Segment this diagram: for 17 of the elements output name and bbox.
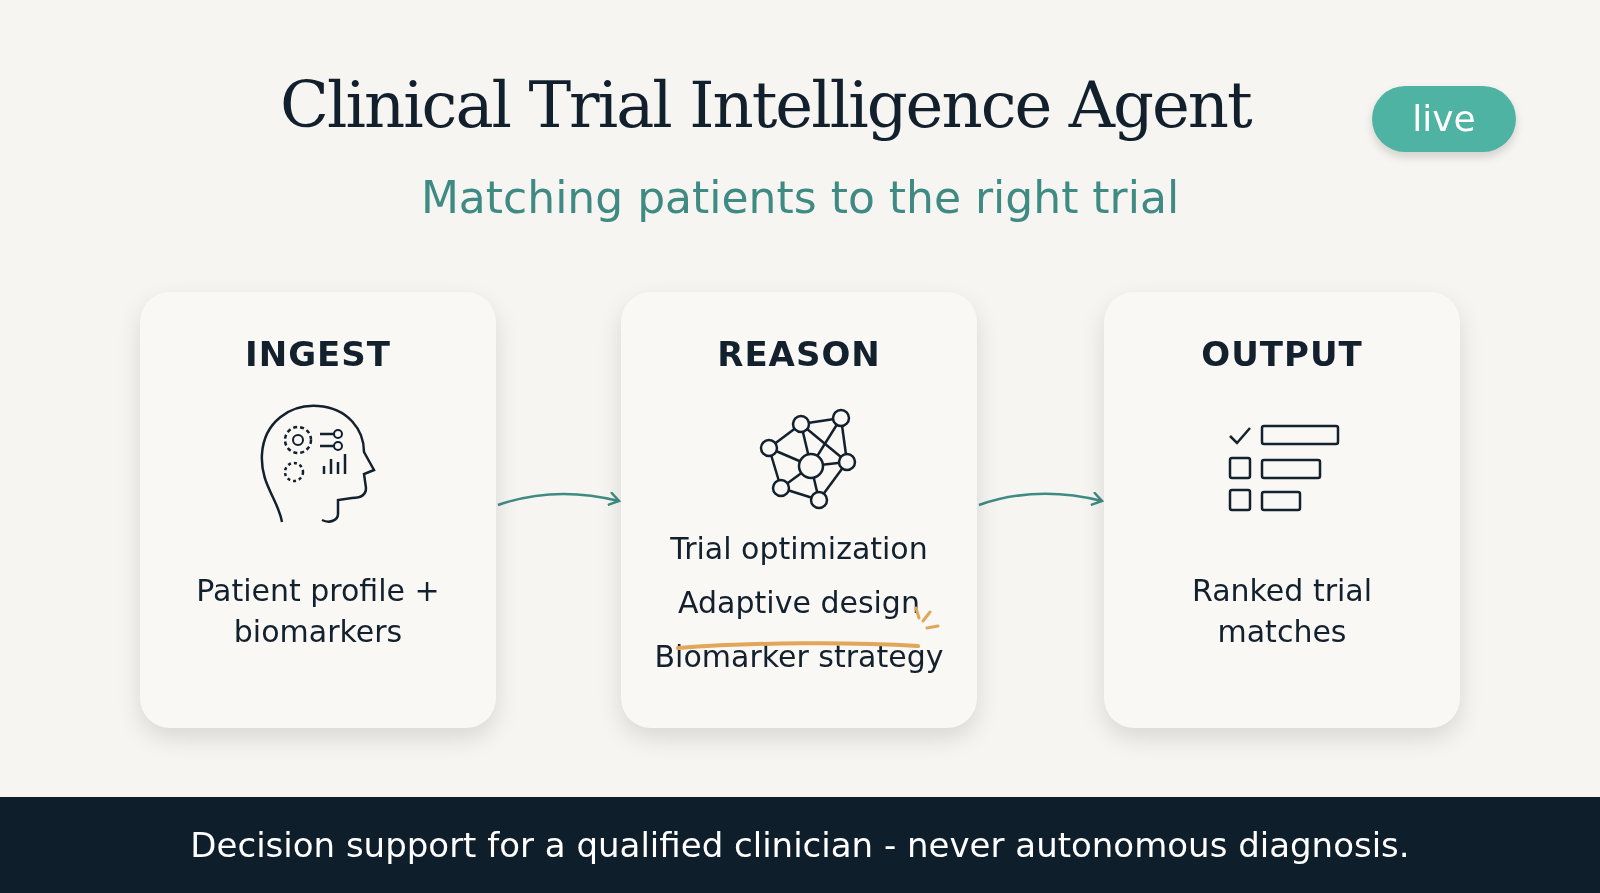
title: Clinical Trial Intelligence Agent [280,68,1251,142]
step-description: Adaptive design [677,584,921,622]
step-heading: REASON [716,334,882,374]
step-card [140,292,496,728]
arrow [978,491,1104,507]
status-badge: live [1372,86,1516,152]
step-description: Biomarker strategy [653,638,945,676]
step-description: Patient profile + biomarkers [195,572,441,651]
step-description: Trial optimization [669,530,929,568]
step-heading: OUTPUT [1200,334,1364,374]
footer-note: Decision support for a qualified clinician - never autonomous diagnosis. [189,825,1411,865]
step-heading: INGEST [244,334,392,374]
step-card [1104,292,1460,728]
step-description: Ranked trial matches [1190,572,1374,651]
arrow [497,491,621,507]
step-card [621,292,977,728]
subtitle: Matching patients to the right trial [419,172,1181,223]
